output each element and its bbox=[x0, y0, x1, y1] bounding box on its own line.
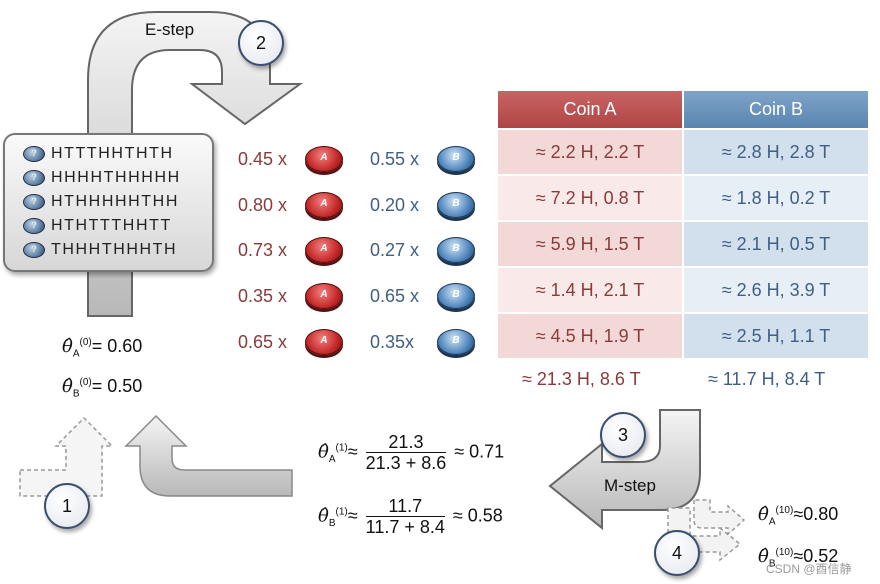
sequence-row: HTTTHHTHTH bbox=[23, 144, 174, 164]
sequence-text: THHHTHHHTH bbox=[51, 241, 178, 258]
cell-coin-b: ≈ 2.6 H, 3.9 T bbox=[684, 268, 868, 312]
cell-coin-a: ≈ 7.2 H, 0.8 T bbox=[498, 176, 682, 220]
step-3-badge: 3 bbox=[600, 412, 646, 458]
weight-a: 0.73 x bbox=[238, 240, 288, 260]
sequence-row: HHHHTHHHHH bbox=[23, 168, 181, 188]
unknown-coin-icon bbox=[23, 194, 45, 210]
weight-a: 0.65 x bbox=[238, 332, 288, 352]
coin-a-icon: A bbox=[305, 192, 343, 218]
return-arrow bbox=[124, 414, 293, 497]
weight-b: 0.55 x bbox=[370, 149, 420, 169]
coin-a-icon: A bbox=[305, 329, 343, 355]
sequence-text: HTHHHHHTHH bbox=[51, 193, 179, 210]
sequence-text: HHHHTHHHHH bbox=[51, 169, 181, 186]
initial-theta-b: θ̂B(0)= 0.50 bbox=[62, 376, 143, 400]
coin-b-icon: B bbox=[437, 146, 475, 172]
coin-b-icon: B bbox=[437, 329, 475, 355]
weight-b: 0.35x bbox=[370, 332, 415, 352]
step-4-badge: 4 bbox=[654, 530, 700, 576]
weight-b: 0.65 x bbox=[370, 286, 420, 306]
sequences-panel: HTTTHHTHTH HHHHTHHHHH HTHHHHHTHH HTHTTTH… bbox=[3, 133, 214, 272]
watermark: CSDN @酉信静 bbox=[766, 562, 852, 576]
final-theta-b: θ̂B(10)≈0.52 bbox=[758, 546, 839, 570]
cell-coin-a: ≈ 1.4 H, 2.1 T bbox=[498, 268, 682, 312]
unknown-coin-icon bbox=[23, 170, 45, 186]
sequence-row: HTHHHHHTHH bbox=[23, 192, 179, 212]
weight-b: 0.27 x bbox=[370, 240, 420, 260]
coin-a-icon: A bbox=[305, 283, 343, 309]
weight-b: 0.20 x bbox=[370, 195, 420, 215]
cell-coin-b: ≈ 2.8 H, 2.8 T bbox=[684, 130, 868, 174]
weight-a: 0.80 x bbox=[238, 195, 288, 215]
coin-b-icon: B bbox=[437, 192, 475, 218]
cell-coin-a: ≈ 4.5 H, 1.9 T bbox=[498, 314, 682, 358]
cell-coin-a: ≈ 2.2 H, 2.2 T bbox=[498, 130, 682, 174]
coin-b-icon: B bbox=[437, 237, 475, 263]
step-2-badge: 2 bbox=[238, 20, 284, 66]
coin-b-icon: B bbox=[437, 283, 475, 309]
weight-a: 0.45 x bbox=[238, 149, 288, 169]
unknown-coin-icon bbox=[23, 146, 45, 162]
total-coin-b: ≈ 11.7 H, 8.4 T bbox=[708, 369, 826, 389]
mstep-arrow bbox=[548, 409, 701, 531]
cell-coin-b: ≈ 2.5 H, 1.1 T bbox=[684, 314, 868, 358]
cell-coin-b: ≈ 1.8 H, 0.2 T bbox=[684, 176, 868, 220]
mstep-label: M-step bbox=[604, 476, 656, 495]
sequence-row: THHHTHHHTH bbox=[23, 240, 177, 260]
coin-a-icon: A bbox=[305, 237, 343, 263]
sequence-text: HTHTTTHHTT bbox=[51, 217, 172, 234]
unknown-coin-icon bbox=[23, 218, 45, 234]
cell-coin-a: ≈ 5.9 H, 1.5 T bbox=[498, 222, 682, 266]
initial-theta-a: θ̂A(0)= 0.60 bbox=[62, 336, 143, 360]
header-coin-b: Coin B bbox=[684, 91, 868, 128]
total-coin-a: ≈ 21.3 H, 8.6 T bbox=[522, 369, 641, 389]
header-coin-a: Coin A bbox=[498, 91, 682, 128]
unknown-coin-icon bbox=[23, 242, 45, 258]
final-branch-arrow-upper bbox=[693, 499, 746, 536]
sequence-text: HTTTHHTHTH bbox=[51, 145, 174, 162]
estep-arrow bbox=[87, 11, 304, 317]
estep-label: E-step bbox=[145, 20, 195, 39]
coin-a-icon: A bbox=[305, 146, 343, 172]
weight-a: 0.35 x bbox=[238, 286, 288, 306]
step-1-badge: 1 bbox=[44, 483, 90, 529]
cell-coin-b: ≈ 2.1 H, 0.5 T bbox=[684, 222, 868, 266]
final-theta-a: θ̂A(10)≈0.80 bbox=[758, 504, 839, 528]
sequence-row: HTHTTTHHTT bbox=[23, 216, 172, 236]
